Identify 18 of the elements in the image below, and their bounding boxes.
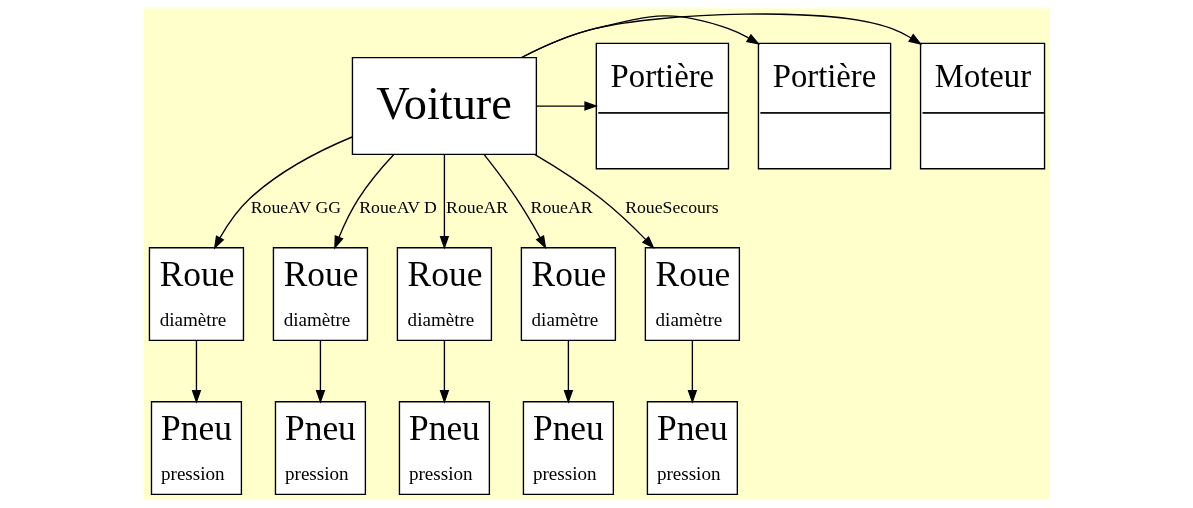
arrow: [483, 153, 546, 250]
arrow: [439, 339, 449, 404]
edge-label: RoueAV D: [358, 196, 437, 217]
arrow: [333, 154, 394, 250]
arrow: [533, 153, 655, 250]
arrow: [520, 13, 922, 59]
arrow: [520, 15, 760, 59]
edge-label: RoueAV GG: [250, 196, 341, 217]
arrow: [315, 339, 325, 404]
arrow: [535, 101, 598, 111]
arrow: [191, 339, 201, 404]
arrow: [213, 136, 353, 250]
arrow: [687, 339, 697, 404]
edge-label: RoueSecours: [624, 196, 719, 217]
edge-label: RoueAR: [530, 196, 593, 217]
edge-label: RoueAR: [445, 196, 508, 217]
arrow: [439, 153, 449, 250]
arrow: [563, 339, 573, 404]
